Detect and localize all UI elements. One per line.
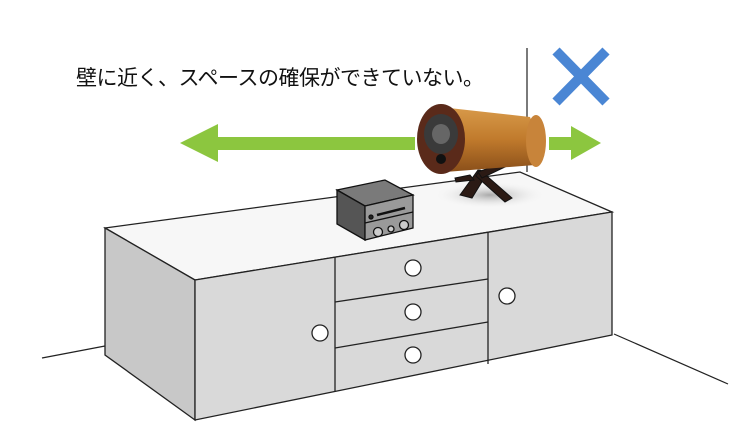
drawer-line-2 <box>334 321 489 349</box>
floor-line-left <box>41 345 106 359</box>
floor-line-right <box>613 333 729 385</box>
caption: 壁に近く、スペースの確保ができていない。 <box>76 66 484 90</box>
arrow-right-icon <box>549 126 601 160</box>
left-door-knob <box>311 324 329 342</box>
drawer-knob-1 <box>404 259 422 277</box>
arrow-left-icon <box>180 124 415 162</box>
drawer-knob-3 <box>404 346 422 364</box>
right-door-knob <box>498 287 516 305</box>
drawer-line-1 <box>334 278 489 303</box>
cross-mark-icon <box>552 47 610 106</box>
cabinet-front <box>194 211 613 421</box>
drawer-knob-2 <box>404 303 422 321</box>
amplifier <box>335 179 415 242</box>
space-arrows <box>180 124 601 162</box>
speaker <box>417 104 548 209</box>
